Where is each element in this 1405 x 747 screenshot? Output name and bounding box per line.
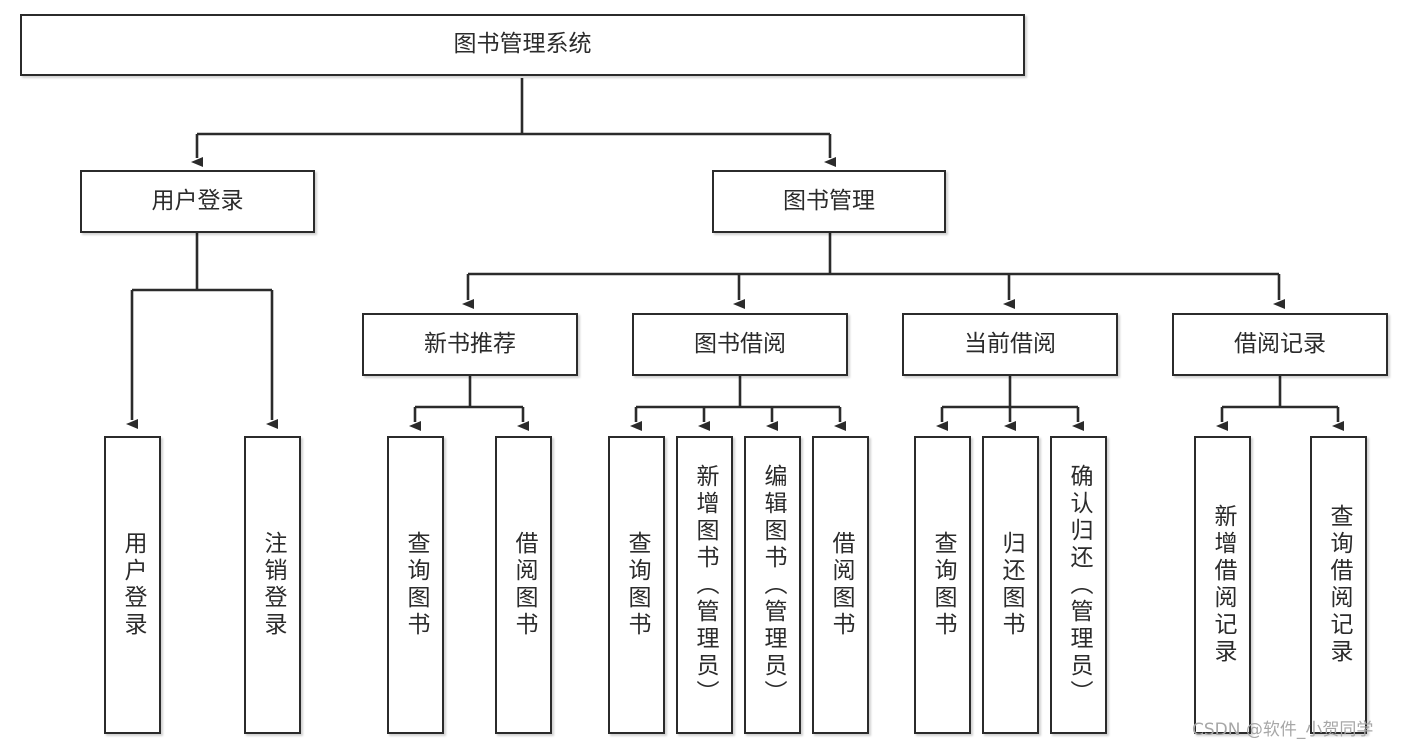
node-label: 新书推荐 xyxy=(424,330,516,357)
node-borrow-record[interactable]: 借阅记录 xyxy=(1172,313,1388,376)
node-label: 借阅图书 xyxy=(511,531,537,639)
leaf-new-book-borrow[interactable]: 借阅图书 xyxy=(495,436,552,734)
leaf-book-borrow-borrow[interactable]: 借阅图书 xyxy=(812,436,869,734)
node-label: 查询图书 xyxy=(930,531,956,639)
node-label: 查询图书 xyxy=(403,531,429,639)
leaf-book-borrow-add[interactable]: 新增图书（管理员） xyxy=(676,436,733,734)
node-book-management[interactable]: 图书管理 xyxy=(712,170,946,233)
node-label: 注销登录 xyxy=(260,531,286,639)
node-label: 新增借阅记录 xyxy=(1210,504,1236,666)
node-label: 新增图书（管理员） xyxy=(692,463,718,707)
leaf-user-login-login[interactable]: 用户登录 xyxy=(104,436,161,734)
node-label: 查询借阅记录 xyxy=(1326,504,1352,666)
node-label: 借阅图书 xyxy=(828,531,854,639)
node-label: 用户登录 xyxy=(120,531,146,639)
leaf-new-book-query[interactable]: 查询图书 xyxy=(387,436,444,734)
node-root-book-management-system[interactable]: 图书管理系统 xyxy=(20,14,1025,76)
leaf-book-borrow-query[interactable]: 查询图书 xyxy=(608,436,665,734)
leaf-borrow-record-query[interactable]: 查询借阅记录 xyxy=(1310,436,1367,734)
node-new-book-recommend[interactable]: 新书推荐 xyxy=(362,313,578,376)
csdn-watermark: CSDN @软件_小贺同学 xyxy=(1192,720,1374,740)
leaf-user-login-logout[interactable]: 注销登录 xyxy=(244,436,301,734)
node-label: 查询图书 xyxy=(624,531,650,639)
node-label: 用户登录 xyxy=(151,187,244,214)
leaf-current-borrow-return[interactable]: 归还图书 xyxy=(982,436,1039,734)
node-label: 归还图书 xyxy=(998,531,1024,639)
node-user-login[interactable]: 用户登录 xyxy=(80,170,315,233)
node-current-borrow[interactable]: 当前借阅 xyxy=(902,313,1118,376)
leaf-book-borrow-edit[interactable]: 编辑图书（管理员） xyxy=(744,436,801,734)
node-label: 借阅记录 xyxy=(1234,330,1326,357)
node-label: 图书借阅 xyxy=(694,330,786,357)
leaf-current-borrow-confirm-return[interactable]: 确认归还（管理员） xyxy=(1050,436,1107,734)
node-label: 编辑图书（管理员） xyxy=(760,463,786,707)
leaf-borrow-record-add[interactable]: 新增借阅记录 xyxy=(1194,436,1251,734)
node-label: 确认归还（管理员） xyxy=(1066,463,1092,707)
node-label: 图书管理系统 xyxy=(453,31,592,58)
node-book-borrow[interactable]: 图书借阅 xyxy=(632,313,848,376)
node-label: 当前借阅 xyxy=(964,330,1056,357)
node-label: 图书管理 xyxy=(783,187,875,214)
leaf-current-borrow-query[interactable]: 查询图书 xyxy=(914,436,971,734)
